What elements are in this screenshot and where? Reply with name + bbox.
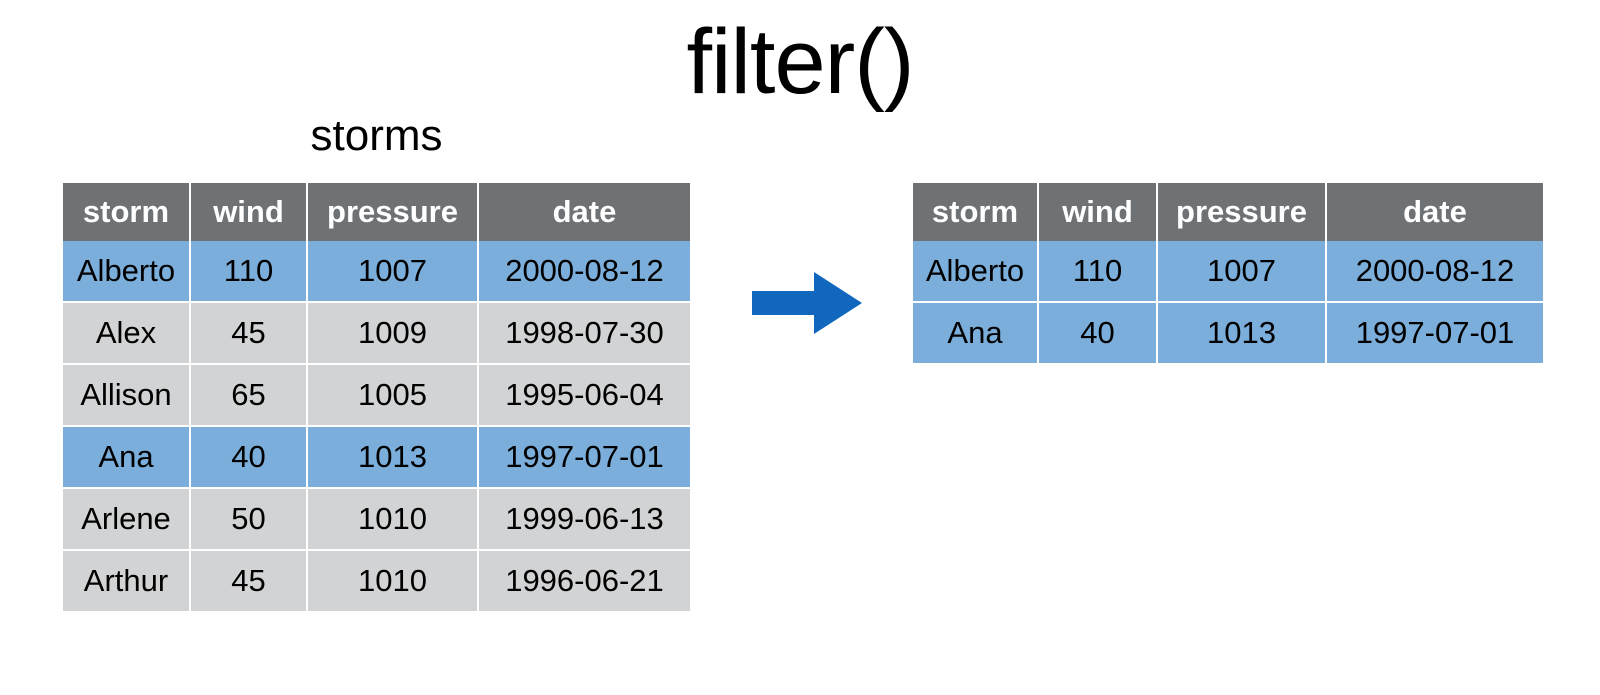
cell-date: 2000-08-12 [478, 241, 690, 303]
cell-storm: Ana [63, 426, 191, 489]
cell-wind: 40 [1038, 302, 1158, 363]
cell-storm: Alex [63, 302, 191, 365]
storms-header-wind: wind [190, 183, 308, 241]
cell-wind: 50 [190, 488, 308, 551]
cell-pressure: 1005 [307, 364, 479, 427]
storms-header-pressure: pressure [307, 183, 479, 241]
cell-pressure: 1007 [1157, 241, 1327, 303]
cell-wind: 45 [190, 302, 308, 365]
storms-header-storm: storm [63, 183, 191, 241]
result-header-date: date [1326, 183, 1543, 241]
cell-date: 2000-08-12 [1326, 241, 1543, 303]
result-header-storm: storm [913, 183, 1039, 241]
cell-wind: 40 [190, 426, 308, 489]
cell-date: 1997-07-01 [478, 426, 690, 489]
cell-storm: Ana [913, 302, 1039, 363]
cell-wind: 110 [190, 241, 308, 303]
result-header-pressure: pressure [1157, 183, 1327, 241]
storms-header-date: date [478, 183, 690, 241]
cell-storm: Arlene [63, 488, 191, 551]
cell-pressure: 1010 [307, 550, 479, 611]
cell-storm: Allison [63, 364, 191, 427]
cell-date: 1998-07-30 [478, 302, 690, 365]
cell-wind: 110 [1038, 241, 1158, 303]
cell-date: 1997-07-01 [1326, 302, 1543, 363]
arrow-right-icon [752, 272, 862, 334]
arrow-right-shape [752, 272, 862, 334]
page-title: filter() [686, 11, 914, 113]
cell-date: 1996-06-21 [478, 550, 690, 611]
cell-pressure: 1009 [307, 302, 479, 365]
cell-pressure: 1007 [307, 241, 479, 303]
cell-wind: 45 [190, 550, 308, 611]
cell-date: 1999-06-13 [478, 488, 690, 551]
cell-date: 1995-06-04 [478, 364, 690, 427]
cell-storm: Alberto [913, 241, 1039, 303]
cell-pressure: 1013 [307, 426, 479, 489]
cell-pressure: 1013 [1157, 302, 1327, 363]
cell-storm: Alberto [63, 241, 191, 303]
cell-storm: Arthur [63, 550, 191, 611]
source-table-caption: storms [310, 111, 443, 160]
cell-pressure: 1010 [307, 488, 479, 551]
cell-wind: 65 [190, 364, 308, 427]
result-header-wind: wind [1038, 183, 1158, 241]
